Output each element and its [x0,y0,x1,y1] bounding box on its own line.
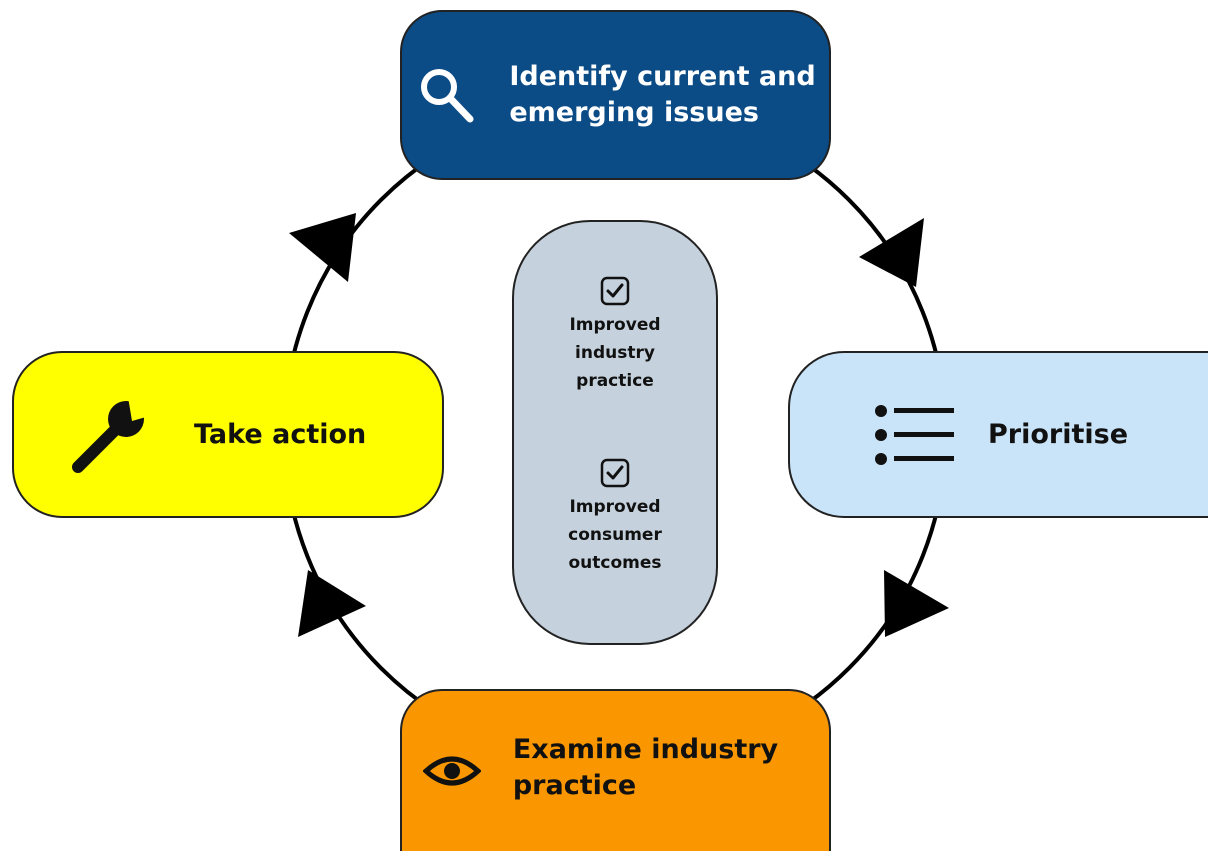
stage-examine-label: Examine industry practice [512,734,779,801]
outcome-label: Improved industry practice [569,315,661,391]
stage-action-label: Take action [194,418,367,450]
arrow-top-right [859,218,924,287]
stage-prioritise: Prioritise [788,351,1208,518]
magnifier-icon [415,63,479,127]
checkbox-icon [599,275,631,307]
arrow-bottom-left [298,570,366,637]
bullet-list-icon [874,404,956,466]
outcome-label: Improved consumer outcomes [568,497,662,573]
stage-prioritise-label: Prioritise [988,418,1129,450]
checkbox-icon [599,457,631,489]
stage-identify-label: Identify current and emerging issues [509,61,816,128]
outcomes-panel: Improved industry practice Improved cons… [512,220,718,645]
stage-identify: Identify current and emerging issues [400,10,831,180]
wrench-icon [70,395,150,475]
outcome-item: Improved industry practice [514,275,716,395]
eye-icon [422,751,481,791]
arrow-bottom-right [884,570,949,637]
stage-examine: Examine industry practice [400,689,831,851]
outcome-item: Improved consumer outcomes [514,457,716,577]
arrow-top-left [289,213,356,282]
stage-action: Take action [12,351,444,518]
